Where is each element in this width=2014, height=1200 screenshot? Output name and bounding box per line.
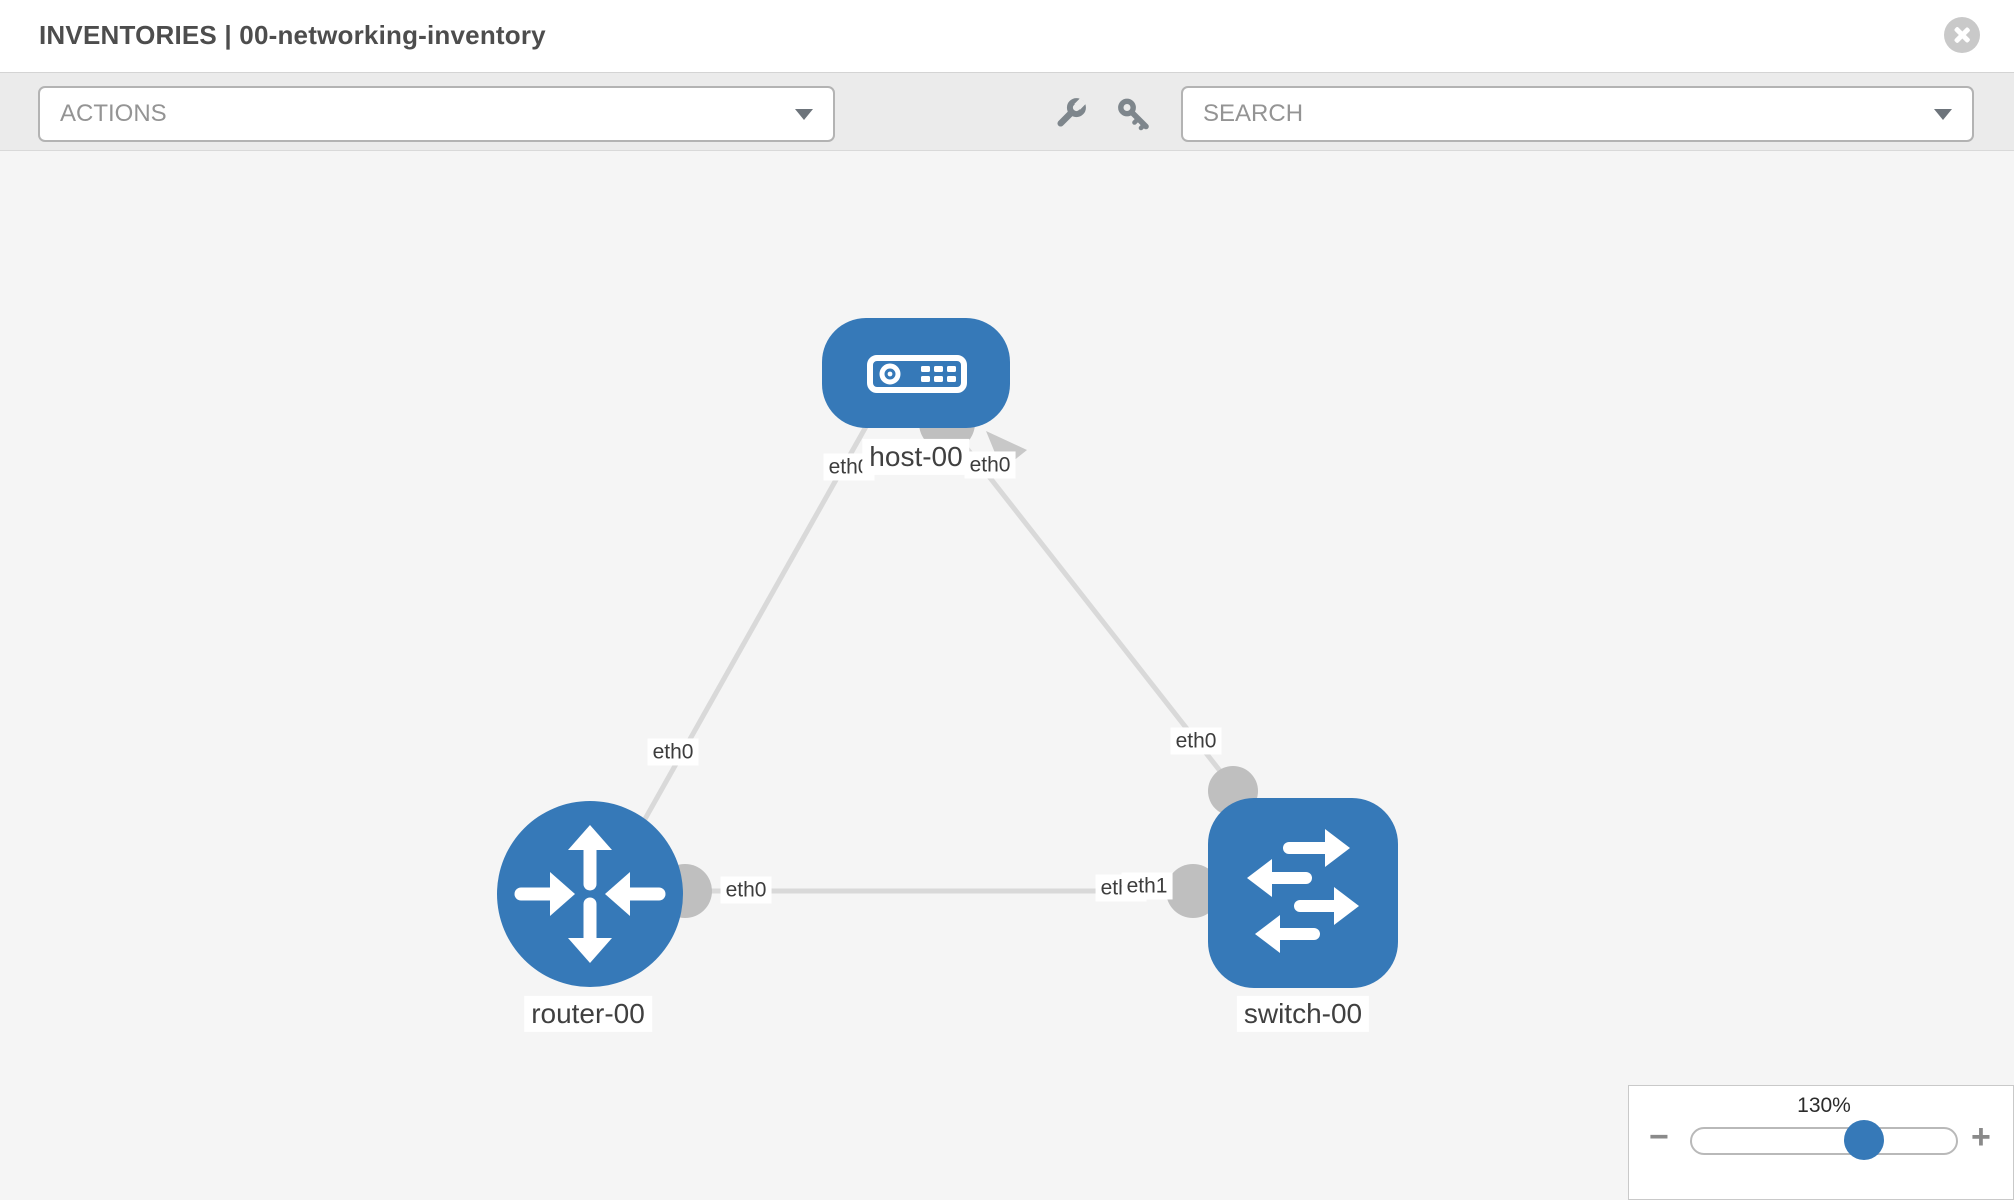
chevron-down-icon: [795, 108, 813, 120]
wrench-icon: [1057, 98, 1086, 127]
host-device-icon: [867, 355, 967, 393]
topology-graph: [497, 318, 1398, 988]
router-arrows-icon: [514, 825, 666, 963]
actions-dropdown-label: ACTIONS: [60, 100, 167, 127]
zoom-slider-track[interactable]: [1690, 1120, 1958, 1160]
zoom-slider-handle[interactable]: [1844, 1120, 1884, 1160]
topology-canvas[interactable]: eth0 eth0 eth0 eth0 eth0 eth0 eth1 host-…: [0, 151, 2014, 1200]
node-switch-00[interactable]: [1208, 798, 1398, 988]
node-host-00[interactable]: [822, 318, 1010, 428]
search-dropdown[interactable]: SEARCH: [1181, 86, 1974, 142]
switch-arrows-icon: [1247, 829, 1359, 953]
search-placeholder: SEARCH: [1203, 100, 1304, 127]
header-bar: INVENTORIES | 00-networking-inventory: [0, 0, 2014, 73]
port-label-link-host-switch-eth0: eth0: [1170, 727, 1222, 755]
actions-dropdown[interactable]: ACTIONS: [38, 86, 835, 142]
configure-button[interactable]: [1049, 95, 1089, 135]
interface-circle-switch-eth1: [1166, 864, 1220, 918]
link-arrow-marker: [986, 431, 1027, 470]
toolbar: ACTIONS SEARC: [0, 73, 2014, 151]
node-router-00[interactable]: [497, 801, 683, 987]
page-title: INVENTORIES | 00-networking-inventory: [39, 20, 546, 50]
node-label-host-00[interactable]: host-00: [862, 438, 970, 476]
zoom-in-button[interactable]: +: [1971, 1118, 1991, 1156]
zoom-out-button[interactable]: −: [1649, 1118, 1669, 1156]
key-button[interactable]: [1114, 95, 1154, 135]
port-label-router-eth0: eth0: [720, 876, 772, 904]
zoom-level-value: 130%: [1797, 1094, 1851, 1117]
chevron-down-icon: [1934, 108, 1952, 120]
node-label-router-00[interactable]: router-00: [524, 995, 652, 1033]
zoom-control-panel: 130% − +: [1628, 1085, 2014, 1200]
node-label-switch-00[interactable]: switch-00: [1236, 995, 1370, 1033]
port-label-switch-eth1-front: eth1: [1121, 872, 1173, 900]
key-icon: [1118, 98, 1149, 131]
port-label-host-eth0-right: eth0: [964, 451, 1016, 479]
port-label-link-host-router-eth0: eth0: [647, 738, 699, 766]
close-button[interactable]: [1944, 17, 1980, 53]
